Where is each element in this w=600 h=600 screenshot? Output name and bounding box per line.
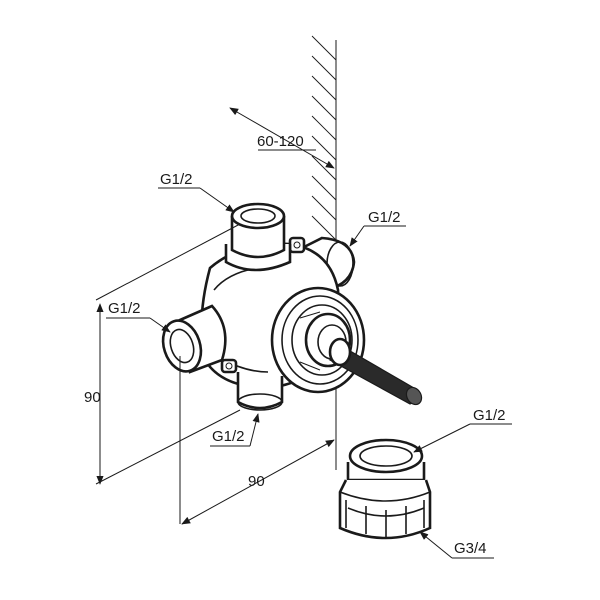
bottom-inlet bbox=[236, 372, 284, 411]
leader-left-inlet: G1/2 bbox=[106, 300, 171, 333]
left-inlet-label: G1/2 bbox=[108, 300, 141, 317]
leader-bottom-inlet: G1/2 bbox=[210, 413, 260, 447]
front-flange bbox=[270, 286, 366, 394]
leader-top-inlet: G1/2 bbox=[158, 171, 235, 213]
leader-fitting-inner: G1/2 bbox=[413, 407, 512, 453]
depth-dimension: 60-120 bbox=[229, 107, 335, 169]
right-inlet-label: G1/2 bbox=[368, 209, 401, 226]
fitting-outer-label: G3/4 bbox=[454, 540, 487, 557]
wall-hatching bbox=[311, 35, 337, 241]
depth-range-label: 60-120 bbox=[257, 133, 304, 150]
leader-fitting-outer: G3/4 bbox=[419, 531, 494, 559]
top-inlet-label: G1/2 bbox=[160, 171, 193, 188]
adapter-fitting bbox=[338, 438, 432, 540]
height-dimension: 90 bbox=[84, 223, 241, 485]
spindle bbox=[328, 337, 423, 406]
bottom-inlet-label: G1/2 bbox=[212, 428, 245, 445]
width-dimension-label: 90 bbox=[248, 473, 265, 490]
height-dimension-label: 90 bbox=[84, 389, 101, 406]
fitting-inner-label: G1/2 bbox=[473, 407, 506, 424]
width-dimension: 90 bbox=[179, 356, 337, 525]
leader-right-inlet: G1/2 bbox=[349, 209, 406, 247]
top-inlet bbox=[224, 202, 292, 272]
left-inlet bbox=[161, 304, 227, 374]
